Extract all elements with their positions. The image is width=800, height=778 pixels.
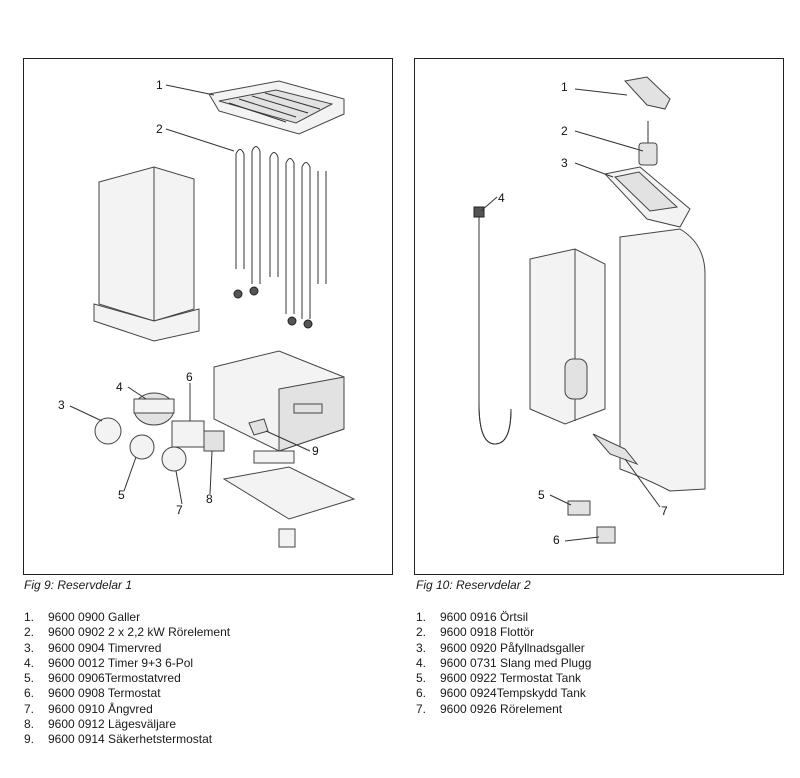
- part-number: 3.: [416, 640, 427, 655]
- part-number: 6.: [416, 686, 427, 701]
- exploded-view-fig10: 1 2 3 4 5 6 7: [473, 76, 706, 547]
- herb-sieve-part: [624, 76, 671, 110]
- heating-elements-part: [233, 146, 327, 329]
- part-description: 9600 0926 Rörelement: [440, 701, 563, 716]
- timer-knob-part: [94, 417, 122, 445]
- part-number: 1.: [24, 610, 35, 624]
- part-description: 9600 0914 Säkerhetstermostat: [48, 732, 213, 747]
- part-number: 4.: [416, 655, 427, 670]
- callout-2: 2: [156, 122, 163, 136]
- tank-thermostat-part: [567, 500, 591, 516]
- part-row: 1. 9600 0900 Galler: [24, 610, 230, 625]
- part-row: 3. 9600 0904 Timervred: [24, 641, 230, 656]
- part-description: 9600 0902 2 x 2,2 kW Rörelement: [48, 625, 231, 640]
- part-row: 5. 9600 0922 Termostat Tank: [416, 671, 591, 686]
- part-description: 9600 0918 Flottör: [440, 625, 535, 640]
- part-row: 7. 9600 0926 Rörelement: [416, 702, 591, 717]
- figure-9-parts-list: 1. 9600 0900 Galler 2. 9600 0902 2 x 2,2 k…: [24, 610, 230, 748]
- part-description: 9600 0910 Ångvred: [48, 701, 153, 716]
- part-row: 4. 9600 0731 Slang med Plugg: [416, 656, 591, 671]
- part-description: 9600 0924Tempskydd Tank: [440, 686, 586, 701]
- callout-4: 4: [498, 191, 505, 205]
- part-row: 1. 9600 0916 Örtsil: [416, 610, 591, 625]
- part-number: 3.: [24, 640, 35, 655]
- cable-gland-part: [278, 528, 296, 548]
- terminal-block-part: [253, 450, 295, 464]
- part-number: 2.: [24, 625, 35, 640]
- callout-7: 7: [661, 504, 668, 518]
- tank-element-part: [592, 433, 639, 466]
- figure-10-parts-list: 1. 9600 0916 Örtsil 2. 9600 0918 Flottör 3…: [416, 610, 591, 717]
- callout-3: 3: [58, 398, 65, 412]
- cover-part: [619, 228, 706, 492]
- figure-9-caption: Fig 9: Reservdelar 1: [24, 578, 133, 592]
- part-description: 9600 0906Termostatvred: [48, 671, 181, 686]
- float-part: [638, 121, 658, 166]
- callout-2: 2: [561, 124, 568, 138]
- part-number: 5.: [416, 671, 427, 686]
- exploded-view-fig9: 1 2 3 4 5 6 7 8 9: [58, 78, 356, 548]
- part-row: 6. 9600 0908 Termostat: [24, 686, 230, 701]
- part-description: 9600 0922 Termostat Tank: [440, 671, 581, 686]
- part-description: 9600 0920 Påfyllnadsgaller: [440, 640, 585, 655]
- part-description: 9600 0912 Lägesväljare: [48, 717, 177, 732]
- tank-part: [529, 248, 606, 425]
- callout-7: 7: [176, 503, 183, 517]
- thermostat-part: [171, 420, 205, 448]
- part-number: 2.: [416, 625, 427, 640]
- part-description: 9600 0916 Örtsil: [440, 610, 529, 624]
- part-row: 7. 9600 0910 Ångvred: [24, 702, 230, 717]
- base-plate-part: [222, 466, 356, 520]
- part-number: 1.: [416, 610, 427, 624]
- callout-5: 5: [538, 488, 545, 502]
- part-number: 7.: [416, 701, 427, 716]
- callout-4: 4: [116, 380, 123, 394]
- part-number: 9.: [24, 732, 35, 747]
- part-row: 9. 9600 0914 Säkerhetstermostat: [24, 732, 230, 747]
- selector-part: [203, 430, 225, 452]
- frame-part: [93, 166, 200, 342]
- part-row: 5. 9600 0906Termostatvred: [24, 671, 230, 686]
- part-number: 6.: [24, 686, 35, 701]
- part-description: 9600 0731 Slang med Plugg: [440, 655, 592, 670]
- callout-6: 6: [553, 533, 560, 547]
- part-number: 7.: [24, 701, 35, 716]
- thermostat-knob-part: [129, 434, 155, 460]
- hose-plug-part: [473, 206, 485, 218]
- part-row: 6. 9600 0924Tempskydd Tank: [416, 686, 591, 701]
- part-row: 2. 9600 0918 Flottör: [416, 625, 591, 640]
- part-row: 4. 9600 0012 Timer 9+3 6-Pol: [24, 656, 230, 671]
- part-description: 9600 0900 Galler: [48, 610, 141, 624]
- control-housing-part: [213, 350, 345, 452]
- part-number: 5.: [24, 671, 35, 686]
- callout-6: 6: [186, 370, 193, 384]
- grill-part: [208, 80, 345, 135]
- callout-8: 8: [206, 492, 213, 506]
- timer-part: [133, 392, 175, 426]
- callout-1: 1: [156, 78, 163, 92]
- figure-9-panel: 1 2 3 4 5 6 7 8 9: [23, 58, 393, 575]
- part-row: 8. 9600 0912 Lägesväljare: [24, 717, 230, 732]
- part-row: 2. 9600 0902 2 x 2,2 kW Rörelement: [24, 625, 230, 640]
- part-row: 3. 9600 0920 Påfyllnadsgaller: [416, 641, 591, 656]
- callout-5: 5: [118, 488, 125, 502]
- callout-1: 1: [561, 80, 568, 94]
- callout-3: 3: [561, 156, 568, 170]
- figure-10-panel: 1 2 3 4 5 6 7: [414, 58, 784, 575]
- steam-knob-part: [161, 446, 187, 472]
- safety-thermostat-part: [248, 418, 269, 436]
- callout-9: 9: [312, 444, 319, 458]
- part-description: 9600 0904 Timervred: [48, 640, 162, 655]
- figure-10-caption: Fig 10: Reservdelar 2: [416, 578, 531, 592]
- part-description: 9600 0908 Termostat: [48, 686, 161, 701]
- part-number: 8.: [24, 717, 35, 732]
- part-description: 9600 0012 Timer 9+3 6-Pol: [48, 655, 194, 670]
- part-number: 4.: [24, 655, 35, 670]
- tank-temperature-guard-part: [596, 526, 616, 544]
